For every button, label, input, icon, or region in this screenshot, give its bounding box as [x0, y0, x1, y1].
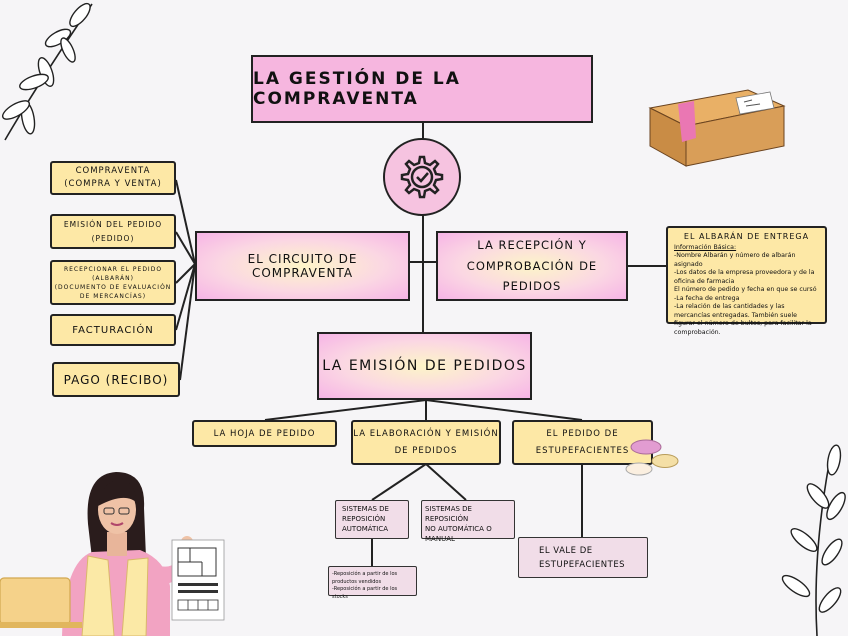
albaran-line: -Nombre Albarán y número de albarán asig… [674, 252, 796, 268]
item-label: PAGO (RECIBO) [63, 372, 169, 387]
reposicion-label: MANUAL [425, 535, 455, 544]
item-label: FACTURACIÓN [72, 324, 154, 336]
albaran-box: EL ALBARÁN DE ENTREGA Información Básica… [666, 226, 827, 336]
vale-label: ESTUPEFACIENTES [539, 559, 626, 570]
item-label: RECEPCIONAR EL PEDIDO [63, 265, 163, 273]
reposicion-label: SISTEMAS DE [342, 505, 389, 513]
circuit-item-compraventa: COMPRAVENTA (COMPRA Y VENTA) [50, 161, 176, 195]
item-label: COMPRAVENTA [75, 166, 151, 177]
reposicion-notes-box: -Reposición a partir de los productos ve… [328, 566, 417, 600]
reposicion-note: -Reposición a partir de los stocks [332, 586, 398, 600]
albaran-line: -Los datos de la empresa proveedora y de… [674, 269, 815, 285]
estupefacientes-box: EL PEDIDO DE ESTUPEFACIENTES [512, 420, 653, 465]
vale-label: EL VALE DE [539, 546, 593, 556]
elaboracion-sublabel: DE PEDIDOS [394, 445, 458, 456]
reposicion-manual-box: SISTEMAS DE REPOSICIÓN NO AUTOMÁTICA O M… [421, 500, 515, 543]
estupefacientes-label: EL PEDIDO DE [546, 429, 619, 440]
package-box-icon [648, 89, 786, 167]
item-note: (DOCUMENTO DE EVALUACIÓN DE MERCANCÍAS) [54, 283, 172, 300]
emision-box: LA EMISIÓN DE PEDIDOS [317, 332, 532, 400]
item-label: EMISIÓN DEL PEDIDO [63, 220, 163, 229]
pharmacist-woman-illustration [0, 472, 225, 636]
leaf-branch-icon [1, 2, 93, 141]
reception-box: LA RECEPCIÓN Y COMPROBACIÓN DE PEDIDOS [436, 231, 628, 301]
gear-check-icon [383, 138, 461, 216]
albaran-line: -La fecha de entrega [674, 294, 740, 302]
pills-icon [625, 439, 679, 476]
circuit-item-pago: PAGO (RECIBO) [52, 362, 180, 397]
elaboracion-label: LA ELABORACIÓN Y EMISIÓN [353, 429, 499, 440]
reposicion-label: SISTEMAS DE REPOSICIÓN [425, 505, 472, 524]
page-title: LA GESTIÓN DE LA COMPRAVENTA [251, 55, 593, 123]
reposicion-label: NO AUTOMÁTICA O [425, 525, 492, 534]
reception-label: LA RECEPCIÓN Y [477, 237, 587, 252]
elaboracion-box: LA ELABORACIÓN Y EMISIÓN DE PEDIDOS [351, 420, 501, 465]
hoja-pedido-box: LA HOJA DE PEDIDO [192, 420, 337, 447]
reposicion-note: -Reposición a partir de los [332, 571, 398, 577]
vale-box: EL VALE DE ESTUPEFACIENTES [518, 537, 648, 578]
reposicion-label: REPOSICIÓN [342, 515, 386, 524]
reposicion-note: productos vendidos [332, 578, 382, 585]
item-sublabel: (ALBARÁN) [92, 274, 134, 282]
albaran-line: -La relación de las cantidades y las mer… [674, 303, 812, 336]
circuit-item-facturacion: FACTURACIÓN [50, 314, 176, 346]
albaran-title: EL ALBARÁN DE ENTREGA [683, 232, 810, 241]
leaf-branch-icon [781, 444, 846, 636]
reposicion-automatica-box: SISTEMAS DE REPOSICIÓN AUTOMÁTICA [335, 500, 409, 539]
circuit-item-recepcionar: RECEPCIONAR EL PEDIDO (ALBARÁN) (DOCUMEN… [50, 260, 176, 305]
item-sublabel: (COMPRA Y VENTA) [64, 179, 162, 189]
albaran-subtitle: Información Básica: [674, 244, 737, 251]
item-sublabel: (PEDIDO) [91, 233, 135, 243]
albaran-line: El número de pedido y fecha en que se cu… [674, 286, 817, 294]
reposicion-label: AUTOMÁTICA [342, 525, 388, 534]
circuit-item-emision: EMISIÓN DEL PEDIDO (PEDIDO) [50, 214, 176, 249]
circuit-main-box: EL CIRCUITO DE COMPRAVENTA [195, 231, 410, 301]
reception-sublabel: COMPROBACIÓN DE PEDIDOS [466, 258, 598, 294]
estupefacientes-sublabel: ESTUPEFACIENTES [535, 445, 630, 456]
